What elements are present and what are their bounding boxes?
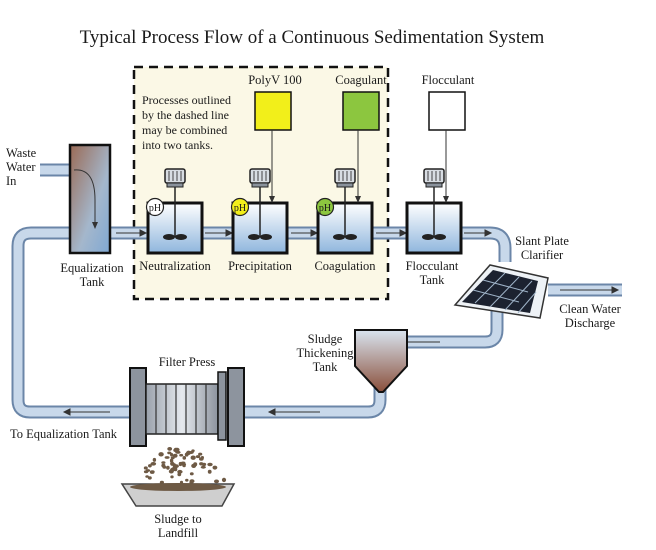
thickening-tank-label: Sludge Thickening Tank — [297, 332, 355, 374]
precipitation-label: Precipitation — [228, 259, 293, 273]
svg-text:Landfill: Landfill — [158, 526, 199, 540]
polyv-feed-box — [254, 91, 292, 131]
ph-probe-icon — [315, 197, 335, 217]
diagram-title: Typical Process Flow of a Continuous Sed… — [80, 27, 545, 48]
stage-labels: Waste Water In Equalization Tank Neutral… — [6, 146, 622, 540]
svg-text:Processes outlined: Processes outlined — [142, 93, 231, 107]
svg-text:Tank: Tank — [420, 273, 446, 287]
coagulant-label: Coagulant — [335, 73, 387, 87]
svg-text:Clean Water: Clean Water — [559, 302, 621, 316]
polyv-feed: PolyV 100 — [248, 73, 302, 203]
mixer-motor — [423, 168, 445, 184]
polyv-label: PolyV 100 — [248, 73, 302, 87]
dashed-region-note: Processes outlined by the dashed line ma… — [142, 93, 231, 152]
svg-text:Slant Plate: Slant Plate — [515, 234, 569, 248]
mixer-motor — [334, 168, 356, 184]
landfill-tray — [120, 483, 236, 507]
svg-text:Equalization: Equalization — [60, 261, 124, 275]
neutralization-tank: pH — [145, 168, 204, 255]
svg-text:Flocculant: Flocculant — [406, 259, 459, 273]
mixer-motor — [164, 168, 186, 184]
clarifier-label: Slant Plate Clarifier — [515, 234, 569, 262]
precipitation-tank: pH — [230, 168, 289, 255]
waste-water-in-label: Waste Water In — [6, 146, 37, 188]
svg-text:Thickening: Thickening — [297, 346, 355, 360]
svg-text:Clarifier: Clarifier — [521, 248, 564, 262]
svg-text:Discharge: Discharge — [565, 316, 616, 330]
to-equalization-label: To Equalization Tank — [10, 427, 118, 441]
sludge-particles — [143, 447, 227, 485]
coagulation-tank: pH — [315, 168, 374, 255]
svg-text:Water: Water — [6, 160, 36, 174]
clean-water-label: Clean Water Discharge — [559, 302, 621, 330]
svg-text:Tank: Tank — [313, 360, 339, 374]
mixer-motor — [249, 168, 271, 184]
filter-press — [129, 367, 245, 447]
svg-text:In: In — [6, 174, 17, 188]
ph-probe-icon — [145, 197, 165, 217]
landfill-label: Sludge to Landfill — [154, 512, 202, 540]
filter-press-label: Filter Press — [159, 355, 216, 369]
svg-text:Sludge: Sludge — [308, 332, 343, 346]
svg-text:by the dashed line: by the dashed line — [142, 108, 229, 122]
sludge-thickening-tank — [354, 329, 408, 393]
svg-text:may be combined: may be combined — [142, 123, 227, 137]
flocculant-tank-label: Flocculant Tank — [406, 259, 459, 287]
neutralization-label: Neutralization — [139, 259, 211, 273]
coagulation-label: Coagulation — [314, 259, 376, 273]
coagulant-feed: Coagulant — [335, 73, 387, 203]
equalization-tank-label: Equalization Tank — [60, 261, 124, 289]
svg-text:Tank: Tank — [80, 275, 106, 289]
equalization-tank — [68, 143, 112, 255]
ph-probe-label: pH — [234, 203, 246, 214]
ph-probe-icon — [230, 197, 250, 217]
svg-text:Waste: Waste — [6, 146, 37, 160]
svg-text:into two tanks.: into two tanks. — [142, 138, 213, 152]
slant-plate-clarifier — [453, 264, 549, 319]
flocculant-label: Flocculant — [422, 73, 475, 87]
flocculant-feed: Flocculant — [422, 73, 475, 203]
flocculant-feed-box — [428, 91, 466, 131]
ph-probe-label: pH — [149, 203, 161, 214]
svg-text:Sludge to: Sludge to — [154, 512, 202, 526]
coagulant-feed-box — [342, 91, 380, 131]
ph-probe-label: pH — [319, 203, 331, 214]
flocculant-tank — [405, 168, 463, 255]
